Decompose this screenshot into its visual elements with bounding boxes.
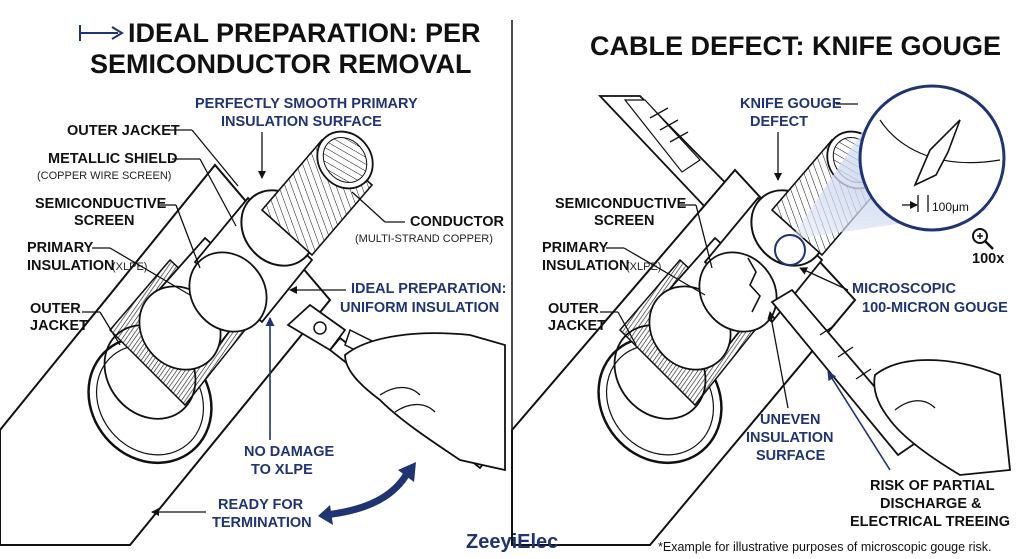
label-outer-jacket-top: OUTER JACKET [67,123,180,139]
label-outer-line2: JACKET [30,318,88,334]
gouge-spot [774,234,806,266]
label-metallic-shield-sub: (COPPER WIRE SCREEN) [37,170,171,182]
footnote: *Example for illustrative purposes of mi… [658,540,991,554]
label-primary-sub: (XLPE) [112,261,147,273]
label-right-outer-line2: JACKET [548,318,606,334]
gouge-detail-icon [879,119,1001,212]
brand-name: ZeeyiElec [466,531,558,553]
title-arrow-icon [79,25,124,41]
label-right-primary-line1: PRIMARY [542,240,609,256]
label-right-semi-line2: SCREEN [594,213,654,229]
label-ready-line1: READY FOR [218,497,304,513]
label-semi-screen-line2: SCREEN [74,213,134,229]
label-uneven-line3: SURFACE [756,448,826,464]
label-primary-line2: INSULATION [27,258,115,274]
label-right-primary-line2: INSULATION [542,258,630,274]
label-gouge-line1: KNIFE GOUGE [740,96,842,112]
label-right-outer-line1: OUTER [548,301,599,317]
left-title-line2: SEMICONDUCTOR REMOVAL [90,49,472,79]
label-no-damage-line1: NO DAMAGE [244,444,335,460]
right-panel: CABLE DEFECT: KNIFE GOUGE [511,31,1011,546]
zoom-icon [972,228,994,250]
label-risk-line2: DISCHARGE & [880,496,982,512]
label-smooth-surface-line1: PERFECTLY SMOOTH PRIMARY [195,96,418,112]
hand-icon-right [873,359,1011,476]
label-uneven-line2: INSULATION [746,430,834,446]
label-uneven-line1: UNEVEN [760,412,820,428]
label-micro-line1: MICROSCOPIC [852,281,956,297]
label-risk-line1: RISK OF PARTIAL [870,478,995,494]
hand-icon [344,332,506,472]
label-no-damage-line2: TO XLPE [251,462,313,478]
label-semi-screen-line1: SEMICONDUCTIVE [35,196,167,212]
rotation-arrow-icon [324,470,412,519]
label-uniform-line2: UNIFORM INSULATION [340,300,499,316]
label-conductor-sub: (MULTI-STRAND COPPER) [355,233,493,245]
label-primary-line1: PRIMARY [27,240,94,256]
scale-label: 100μm [932,200,969,214]
right-title: CABLE DEFECT: KNIFE GOUGE [590,31,1001,61]
label-ready-line2: TERMINATION [212,515,312,531]
label-uniform-line1: IDEAL PREPARATION: [351,281,506,297]
label-risk-line3: ELECTRICAL TREEING [850,514,1010,530]
label-conductor: CONDUCTOR [410,214,505,230]
label-gouge-line2: DEFECT [750,114,808,130]
left-cable-illustration [0,130,374,546]
label-smooth-surface-line2: INSULATION SURFACE [221,114,382,130]
label-metallic-shield: METALLIC SHIELD [48,151,177,167]
left-panel: IDEAL PREPARATION: PER SEMICONDUCTOR REM… [0,18,506,546]
magnification-label: 100x [972,251,1004,267]
label-outer-line1: OUTER [30,301,81,317]
label-micro-line2: 100-MICRON GOUGE [862,300,1008,316]
left-title-line1: IDEAL PREPARATION: PER [128,18,481,48]
label-right-semi-line1: SEMICONDUCTIVE [555,196,687,212]
